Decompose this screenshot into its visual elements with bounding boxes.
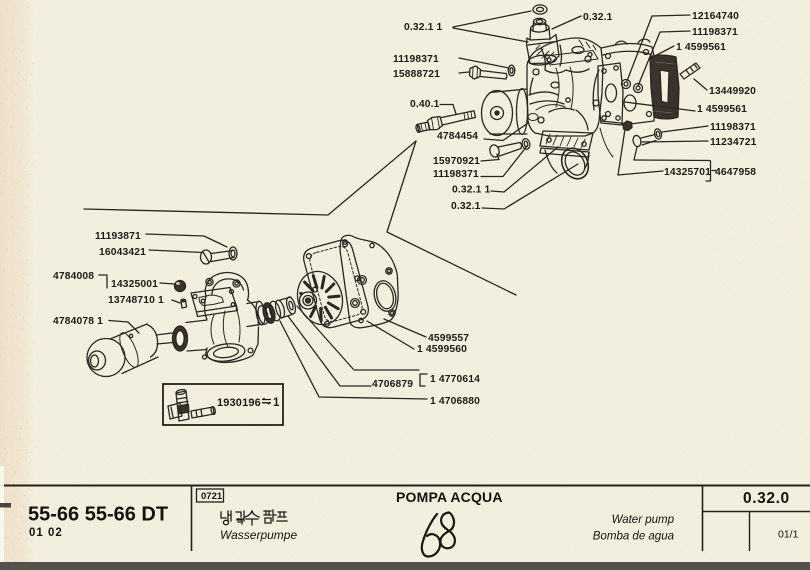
svg-text:01/1: 01/1 xyxy=(778,529,799,541)
svg-text:0721: 0721 xyxy=(201,491,223,502)
svg-text:POMPA ACQUA: POMPA ACQUA xyxy=(396,489,503,505)
svg-text:1: 1 xyxy=(273,397,280,409)
svg-text:Wasserpumpe: Wasserpumpe xyxy=(220,528,297,542)
svg-text:01 02: 01 02 xyxy=(29,527,63,539)
svg-text:55-66 55-66 DT: 55-66 55-66 DT xyxy=(28,504,168,526)
svg-text:4784008: 4784008 xyxy=(53,271,94,282)
svg-text:0.40.1: 0.40.1 xyxy=(410,99,440,110)
svg-text:0.32.1 1: 0.32.1 1 xyxy=(404,22,443,33)
svg-text:15888721: 15888721 xyxy=(393,69,440,80)
svg-text:4647958: 4647958 xyxy=(715,167,756,178)
svg-text:13748710 1: 13748710 1 xyxy=(108,295,164,306)
svg-text:1 4599561: 1 4599561 xyxy=(676,42,726,53)
svg-text:16043421: 16043421 xyxy=(99,247,146,258)
svg-text:1930196: 1930196 xyxy=(217,397,261,409)
svg-text:1 4706880: 1 4706880 xyxy=(430,396,480,407)
svg-text:11234721: 11234721 xyxy=(710,137,757,148)
svg-text:1 4770614: 1 4770614 xyxy=(430,374,480,385)
svg-text:11198371: 11198371 xyxy=(710,122,756,133)
svg-text:0.32.0: 0.32.0 xyxy=(743,490,790,507)
svg-text:Bomba de agua: Bomba de agua xyxy=(593,531,674,543)
svg-text:1 4599561: 1 4599561 xyxy=(697,104,747,115)
svg-text:4784454: 4784454 xyxy=(437,131,478,142)
svg-text:14325701: 14325701 xyxy=(664,167,711,178)
svg-text:Water pump: Water pump xyxy=(612,514,675,526)
svg-text:13449920: 13449920 xyxy=(709,86,756,97)
svg-text:4784078 1: 4784078 1 xyxy=(53,316,103,327)
svg-text:12164740: 12164740 xyxy=(692,11,739,22)
svg-text:11198371: 11198371 xyxy=(433,169,479,180)
svg-text:14325001: 14325001 xyxy=(111,279,158,290)
svg-text:15970921: 15970921 xyxy=(433,156,480,167)
svg-text:11198371: 11198371 xyxy=(393,54,439,65)
svg-text:11193871: 11193871 xyxy=(95,231,141,242)
svg-text:4599557: 4599557 xyxy=(428,333,469,344)
svg-text:0.32.1: 0.32.1 xyxy=(583,12,613,23)
svg-text:1 4599560: 1 4599560 xyxy=(417,344,467,355)
svg-text:0.32.1 1: 0.32.1 1 xyxy=(452,185,491,196)
svg-text:0.32.1: 0.32.1 xyxy=(451,201,481,212)
svg-text:4706879: 4706879 xyxy=(372,379,413,390)
svg-text:11198371: 11198371 xyxy=(692,27,738,38)
